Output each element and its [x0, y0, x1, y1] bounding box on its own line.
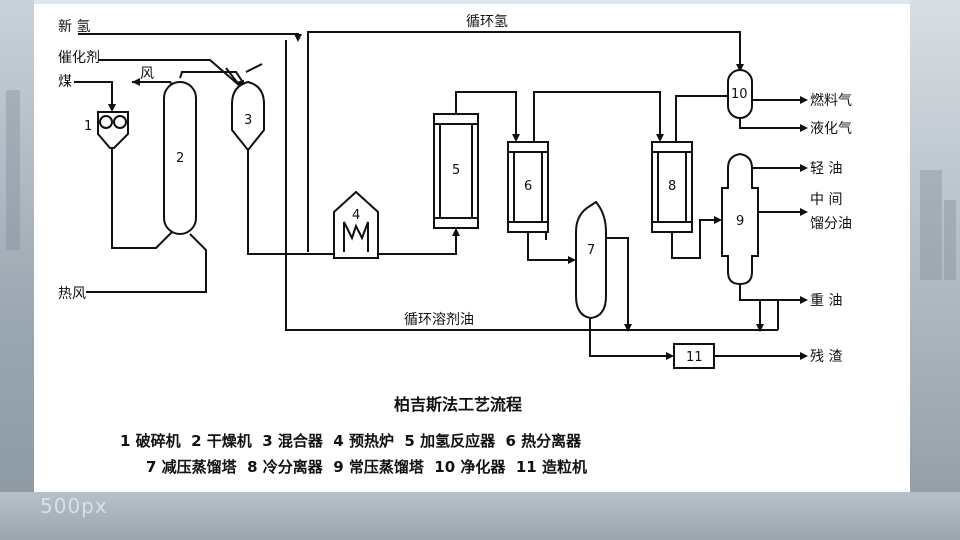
- process-flow-diagram: 1 2 3 4 5 6 7 8 9 10 11 新 氢 催化剂 煤 风 热风 循…: [58, 14, 852, 476]
- unit-number-5: 5: [452, 163, 460, 178]
- caption-title: 柏吉斯法工艺流程: [394, 395, 522, 414]
- unit-5-hydrogenation-reactor: [433, 113, 479, 229]
- arrowhead: [132, 78, 140, 86]
- unit-2-dryer: [163, 81, 197, 235]
- label-light-oil: 轻 油: [810, 161, 842, 177]
- unit-8-cold-separator: [651, 141, 693, 233]
- arrowhead: [800, 352, 808, 360]
- line-mixer-to-furnace: [247, 148, 340, 255]
- line-coldsep-to-atm: [671, 219, 720, 259]
- arrowhead: [800, 164, 808, 172]
- background-right-strip: [910, 0, 960, 540]
- label-coal: 煤: [58, 74, 72, 90]
- unit-number-6: 6: [524, 179, 532, 194]
- arrowhead: [656, 134, 664, 142]
- arrowhead: [568, 256, 576, 264]
- unit-number-9: 9: [736, 214, 744, 229]
- line-heavy-oil: [739, 282, 804, 301]
- line-furnace-to-reactor: [376, 228, 457, 255]
- line-hotsep-to-vacuum: [527, 230, 574, 261]
- background-left-strip: [0, 0, 34, 540]
- watermark-text: 500px: [40, 494, 108, 518]
- line-top-feed: [245, 63, 263, 73]
- line-lpg: [739, 116, 804, 129]
- unit-6-hot-separator: [507, 141, 549, 233]
- arrowhead: [452, 228, 460, 236]
- line-vacuum-to-pelletizer: [589, 316, 672, 357]
- line-hot-wind: [86, 233, 207, 293]
- unit-3-mixer: [231, 80, 265, 152]
- unit-number-1: 1: [84, 119, 92, 134]
- arrowhead: [800, 208, 808, 216]
- label-new-hydrogen: 新 氢: [58, 19, 90, 35]
- arrowhead: [108, 104, 116, 112]
- unit-number-4: 4: [352, 208, 360, 223]
- line-crusher-out: [111, 148, 173, 249]
- unit-number-2: 2: [176, 151, 184, 166]
- line-hotsep-to-coldsep: [533, 91, 661, 142]
- arrowhead: [294, 34, 302, 42]
- background-building: [6, 90, 20, 250]
- label-catalyst: 催化剂: [58, 50, 100, 66]
- label-wind: 风: [140, 66, 154, 82]
- label-recycle-hydrogen: 循环氢: [466, 14, 508, 30]
- unit-10-purifier: [727, 69, 753, 119]
- unit-number-7: 7: [587, 243, 595, 258]
- unit-4-preheat-furnace: [333, 190, 379, 259]
- arrowhead: [714, 216, 722, 224]
- line-reactor-to-hotsep: [455, 91, 517, 140]
- label-middle-1: 中 间: [810, 192, 842, 208]
- unit-11-pelletizer: [673, 343, 715, 369]
- unit-number-3: 3: [244, 113, 252, 128]
- arrowhead: [666, 352, 674, 360]
- label-lpg: 液化气: [810, 121, 852, 137]
- line-recycle-hydrogen: [307, 31, 741, 252]
- arrowhead: [800, 296, 808, 304]
- unit-number-10: 10: [731, 87, 748, 102]
- label-middle-2: 馏分油: [810, 216, 852, 232]
- caption-legend-line-1: 1 破碎机 2 干燥机 3 混合器 4 预热炉 5 加氢反应器 6 热分离器: [120, 432, 582, 450]
- line-catalyst: [98, 59, 241, 87]
- unit-7-vacuum-tower: [575, 200, 607, 320]
- label-fuel-gas: 燃料气: [810, 92, 852, 109]
- arrowhead: [800, 124, 808, 132]
- label-hot-wind: 热风: [58, 286, 86, 302]
- line-new-hydrogen: [78, 33, 299, 40]
- line-recycle-solvent: [285, 40, 778, 331]
- label-recycle-solvent: 循环溶剂油: [404, 312, 474, 328]
- arrowhead: [512, 134, 520, 142]
- line-coldsep-to-purifier: [675, 95, 728, 142]
- arrowhead: [800, 96, 808, 104]
- line-coal: [74, 81, 113, 110]
- caption-legend-line-2: 7 减压蒸馏塔 8 冷分离器 9 常压蒸馏塔 10 净化器 11 造粒机: [146, 458, 587, 476]
- label-heavy-oil: 重 油: [810, 293, 842, 309]
- unit-number-11: 11: [686, 350, 703, 365]
- line-dryer-to-mixer: [179, 71, 245, 85]
- unit-1-crusher: [97, 111, 129, 149]
- background-bottom-strip: [0, 492, 960, 540]
- background-building: [920, 170, 942, 280]
- line-vacuum-side: [606, 237, 629, 330]
- unit-number-8: 8: [668, 179, 676, 194]
- arrowhead: [756, 324, 764, 332]
- arrowhead: [624, 324, 632, 332]
- background-building: [944, 200, 956, 280]
- unit-9-atmospheric-tower: [721, 152, 759, 286]
- arrowhead: [736, 64, 744, 72]
- diagram-panel: 1 2 3 4 5 6 7 8 9 10 11 新 氢 催化剂 煤 风 热风 循…: [34, 4, 910, 492]
- label-residue: 残 渣: [810, 349, 842, 365]
